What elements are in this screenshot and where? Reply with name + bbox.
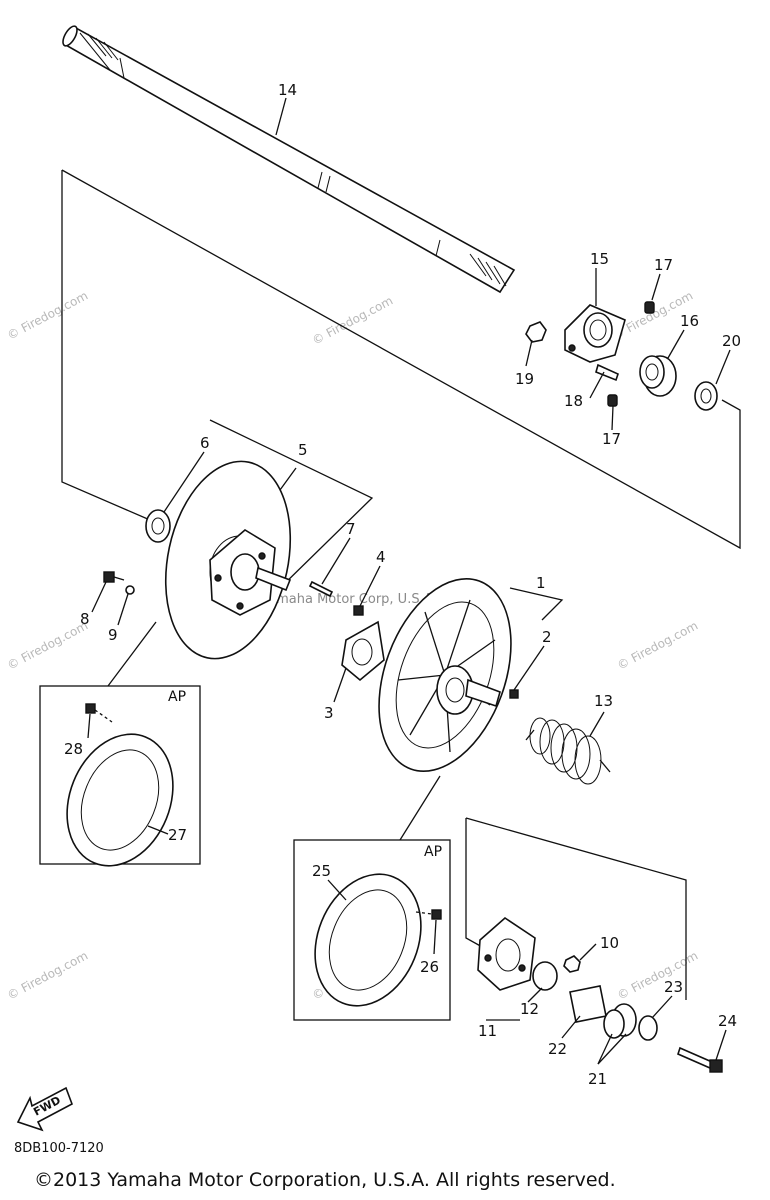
watermark: © Firedog.com (615, 618, 700, 672)
watermark: © Firedog.com (615, 948, 700, 1002)
callout-11: 11 (478, 1022, 497, 1040)
callout-28: 28 (64, 740, 83, 758)
collar-part-6 (145, 509, 171, 543)
spring-part-13 (525, 717, 611, 785)
callout-25: 25 (312, 862, 331, 880)
sheave-part-5 (164, 460, 292, 660)
callout-27: 27 (168, 826, 187, 844)
callout-7: 7 (346, 520, 356, 538)
callout-10: 10 (600, 934, 619, 952)
plate-part-3 (341, 620, 385, 682)
callout-5: 5 (298, 441, 308, 459)
screw-part-28 (85, 703, 96, 714)
callouts: 14 15 17 16 20 19 18 17 6 5 7 4 1 8 9 2 … (64, 81, 741, 1088)
ap-label: AP (168, 689, 186, 705)
bearing-housing-part-15 (564, 304, 626, 363)
bolt-part-18 (595, 363, 619, 382)
bolt-part-24 (677, 1046, 723, 1073)
ap-label: AP (424, 844, 442, 860)
callout-22: 22 (548, 1040, 567, 1058)
leader-to-ap-right (399, 775, 441, 841)
watermark: © Firedog.com (5, 618, 90, 672)
callout-24: 24 (718, 1012, 737, 1030)
fwd-arrow: FWD (16, 1086, 73, 1132)
ap-box-right: AP (293, 839, 451, 1021)
callout-1: 1 (536, 574, 546, 592)
bushing-part-12 (532, 961, 558, 991)
group-bracket-lines (61, 169, 741, 1000)
leader-to-ap-left (107, 621, 157, 687)
washer-part-9 (125, 585, 135, 595)
callout-12: 12 (520, 1000, 539, 1018)
callout-4: 4 (376, 548, 386, 566)
callout-23: 23 (664, 978, 683, 996)
callout-21: 21 (588, 1070, 607, 1088)
set-screw-part-17 (607, 394, 618, 407)
bolt-part-8 (103, 571, 125, 583)
callout-2: 2 (542, 628, 552, 646)
callout-leaders (87, 97, 731, 1065)
callout-17: 17 (654, 256, 673, 274)
watermark: © Firedog.com (310, 293, 395, 347)
watermark: © Firedog.com (5, 288, 90, 342)
callout-19: 19 (515, 370, 534, 388)
callout-20: 20 (722, 332, 741, 350)
callout-8: 8 (80, 610, 90, 628)
ap-box-left: AP (39, 685, 201, 867)
plate-part-27 (66, 733, 174, 867)
sheave-part-1 (378, 578, 512, 772)
callout-17: 17 (602, 430, 621, 448)
shaft-part-14 (62, 25, 516, 294)
callout-13: 13 (594, 692, 613, 710)
sleeve-part-22 (569, 985, 607, 1023)
washer-part-23 (638, 1015, 658, 1041)
callout-18: 18 (564, 392, 583, 410)
callout-26: 26 (420, 958, 439, 976)
bearing-part-16 (639, 355, 677, 397)
watermark: © Firedog.com (5, 948, 90, 1002)
cam-part-11 (477, 916, 536, 991)
bearing-part-21 (603, 1003, 637, 1039)
screw-part-2 (509, 689, 519, 699)
nut-part-10 (563, 955, 581, 973)
small-hardware (525, 301, 718, 411)
callout-14: 14 (278, 81, 297, 99)
watermark-center: Yamaha Motor Corp, U.S.A (261, 592, 433, 607)
plate-part-25 (314, 873, 422, 1007)
callout-6: 6 (200, 434, 210, 452)
copyright: ©2013 Yamaha Motor Corporation, U.S.A. A… (34, 1169, 616, 1191)
screw-part-4 (353, 605, 364, 616)
callout-15: 15 (590, 250, 609, 268)
nut-part-19 (525, 321, 547, 343)
screw-part-26 (431, 909, 442, 920)
callout-9: 9 (108, 626, 118, 644)
stud-part-7 (308, 580, 334, 598)
washer-part-20 (694, 381, 718, 411)
callout-3: 3 (324, 704, 334, 722)
callout-16: 16 (680, 312, 699, 330)
set-screw-part-17 (644, 301, 655, 314)
part-number: 8DB100-7120 (14, 1141, 104, 1156)
